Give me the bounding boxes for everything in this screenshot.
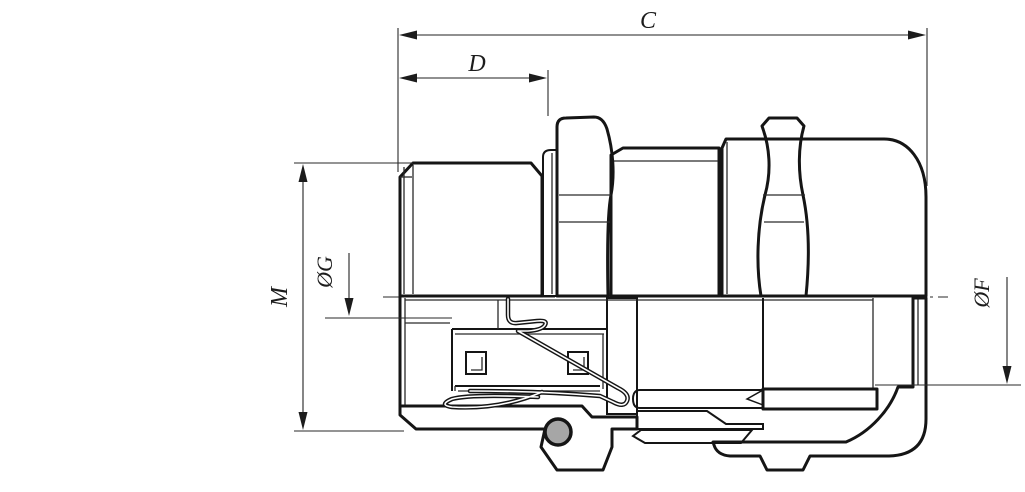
arrowhead — [529, 73, 547, 83]
lamella-band — [631, 389, 764, 409]
dimension-d: D — [399, 51, 549, 116]
dim-label-f: ØF — [969, 278, 994, 309]
arrowhead — [344, 298, 354, 316]
dimension-c: C — [397, 8, 928, 186]
section-band-upper — [636, 410, 764, 430]
dimension-m: M — [267, 162, 413, 432]
cage-window-inner — [471, 357, 483, 371]
lamella-notch — [745, 388, 764, 407]
arrowhead — [298, 412, 308, 430]
thread-section — [398, 161, 544, 298]
cap-section-wall — [711, 296, 928, 472]
contact-spring — [442, 296, 630, 410]
gland-outer-profile — [398, 115, 928, 298]
seal-insert — [761, 387, 879, 411]
contact-cage — [451, 300, 607, 392]
arrowhead — [298, 164, 308, 182]
o-ring-seal — [543, 417, 573, 447]
dimension-g: ØG — [312, 253, 452, 319]
cage-window — [465, 351, 487, 375]
dim-label-d: D — [467, 51, 485, 77]
cap-nut — [720, 137, 928, 298]
dim-label-m: M — [267, 285, 293, 308]
arrowhead — [1002, 366, 1012, 384]
arrowhead — [908, 30, 926, 40]
spring-wire-core — [444, 298, 629, 409]
dim-label-c: C — [640, 8, 657, 34]
arrowhead — [399, 73, 417, 83]
body-section-wall — [398, 404, 639, 472]
section-band-lower — [631, 429, 755, 444]
dimension-f: ØF — [875, 277, 1021, 386]
cap-grip-rib — [756, 116, 810, 298]
dim-label-g: ØG — [312, 256, 337, 289]
section-wall-strip — [606, 297, 638, 415]
hex-nut — [555, 115, 615, 298]
washer-step — [542, 149, 558, 297]
gland-body — [609, 146, 721, 298]
gland-section-view — [398, 296, 928, 472]
arrowhead — [399, 30, 417, 40]
cage-window — [567, 351, 589, 375]
